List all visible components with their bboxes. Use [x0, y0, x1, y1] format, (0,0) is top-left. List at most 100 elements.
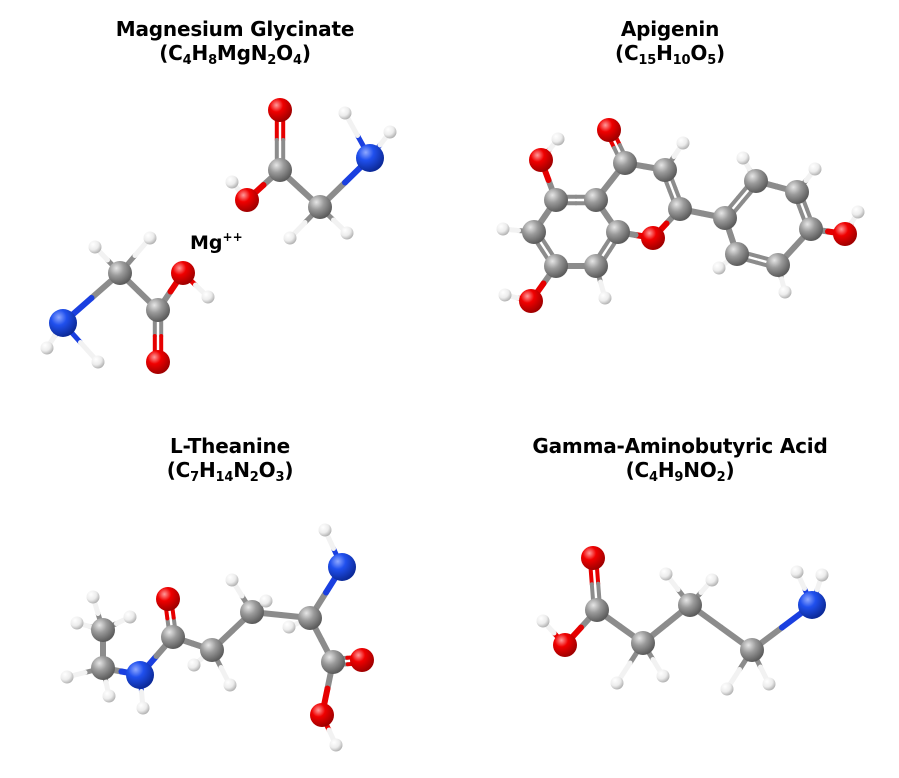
hydrogen-atom	[610, 676, 624, 690]
carbon-atom	[668, 197, 692, 221]
molecule-formula: (C4H8MgN2O4)	[159, 41, 311, 68]
hydrogen-atom	[551, 132, 565, 146]
hydrogen-atom	[383, 125, 397, 139]
nitrogen-atom	[126, 661, 154, 689]
carbon-atom	[713, 206, 737, 230]
carbon-atom	[613, 151, 637, 175]
carbon-atom	[544, 188, 568, 212]
hydrogen-atom	[498, 288, 512, 302]
molecule-name: Apigenin	[620, 17, 720, 41]
carbon-atom	[678, 593, 702, 617]
carbon-atom	[584, 188, 608, 212]
oxygen-atom	[597, 118, 621, 142]
hydrogen-atom	[60, 670, 74, 684]
nitrogen-atom	[49, 309, 77, 337]
carbon-atom	[91, 656, 115, 680]
carbon-atom	[766, 253, 790, 277]
formula-subscript: 2	[267, 53, 277, 68]
hydrogen-atom	[187, 658, 201, 672]
carbon-atom	[146, 298, 170, 322]
molecule-title-apigenin: Apigenin (C15H10O5)	[560, 17, 780, 68]
atoms-layer	[40, 98, 865, 752]
carbon-atom	[725, 242, 749, 266]
hydrogen-atom	[123, 610, 137, 624]
carbon-atom	[308, 195, 332, 219]
bonds-layer	[44, 108, 861, 748]
carbon-atom	[200, 638, 224, 662]
formula-subscript: 15	[638, 53, 657, 68]
oxygen-atom	[833, 222, 857, 246]
hydrogen-atom	[340, 226, 354, 240]
oxygen-atom	[519, 289, 543, 313]
molecule-name: Gamma-Aminobutyric Acid	[532, 434, 828, 458]
hydrogen-atom	[225, 175, 239, 189]
carbon-atom	[108, 261, 132, 285]
hydrogen-atom	[70, 616, 84, 630]
hydrogen-atom	[201, 290, 215, 304]
hydrogen-atom	[136, 701, 150, 715]
molecule-name: Magnesium Glycinate	[115, 17, 355, 41]
carbon-atom	[161, 625, 185, 649]
hydrogen-atom	[815, 568, 829, 582]
hydrogen-atom	[720, 682, 734, 696]
hydrogen-atom	[656, 669, 670, 683]
hydrogen-atom	[282, 620, 296, 634]
hydrogen-atom	[318, 523, 332, 537]
formula-subscript: 4	[182, 53, 192, 68]
hydrogen-atom	[259, 594, 273, 608]
hydrogen-atom	[329, 738, 343, 752]
molecule-title-l-theanine: L-Theanine (C7H14N2O3)	[110, 434, 350, 485]
hydrogen-atom	[91, 355, 105, 369]
carbon-atom	[653, 158, 677, 182]
oxygen-atom	[146, 350, 170, 374]
formula-subscript: 8	[208, 53, 217, 68]
oxygen-atom	[310, 703, 334, 727]
carbon-atom	[321, 650, 345, 674]
magnesium-ion-label: Mg++	[190, 230, 243, 254]
oxygen-atom	[641, 226, 665, 250]
carbon-atom	[606, 220, 630, 244]
molecule-formula: (C15H10O5)	[615, 41, 725, 68]
hydrogen-atom	[86, 590, 100, 604]
nitrogen-atom	[798, 591, 826, 619]
carbon-atom	[585, 598, 609, 622]
formula-subscript: 3	[275, 470, 285, 485]
carbon-atom	[584, 254, 608, 278]
hydrogen-atom	[851, 205, 865, 219]
oxygen-atom	[268, 98, 292, 122]
carbon-atom	[744, 169, 768, 193]
molecule-formula: (C4H9NO2)	[625, 458, 735, 485]
hydrogen-atom	[736, 151, 750, 165]
hydrogen-atom	[88, 240, 102, 254]
hydrogen-atom	[143, 231, 157, 245]
oxygen-atom	[581, 546, 605, 570]
hydrogen-atom	[808, 162, 822, 176]
formula-subscript: 4	[292, 53, 302, 68]
hydrogen-atom	[102, 689, 116, 703]
hydrogen-atom	[676, 136, 690, 150]
hydrogen-atom	[712, 261, 726, 275]
formula-subscript: 2	[249, 470, 259, 485]
carbon-atom	[240, 600, 264, 624]
hydrogen-atom	[496, 222, 510, 236]
carbon-atom	[544, 254, 568, 278]
oxygen-atom	[350, 648, 374, 672]
hydrogen-atom	[705, 573, 719, 587]
carbon-atom	[799, 217, 823, 241]
ion-symbol: Mg	[190, 232, 223, 254]
formula-subscript: 14	[215, 470, 234, 485]
carbon-atom	[298, 606, 322, 630]
formula-subscript: 10	[672, 53, 691, 68]
hydrogen-atom	[338, 106, 352, 120]
carbon-atom	[268, 158, 292, 182]
formula-subscript: 2	[716, 470, 726, 485]
hydrogen-atom	[223, 678, 237, 692]
hydrogen-atom	[40, 341, 54, 355]
carbon-atom	[522, 220, 546, 244]
nitrogen-atom	[356, 144, 384, 172]
carbon-atom	[91, 618, 115, 642]
carbon-atom	[631, 631, 655, 655]
formula-subscript: 9	[674, 470, 684, 485]
hydrogen-atom	[598, 291, 612, 305]
